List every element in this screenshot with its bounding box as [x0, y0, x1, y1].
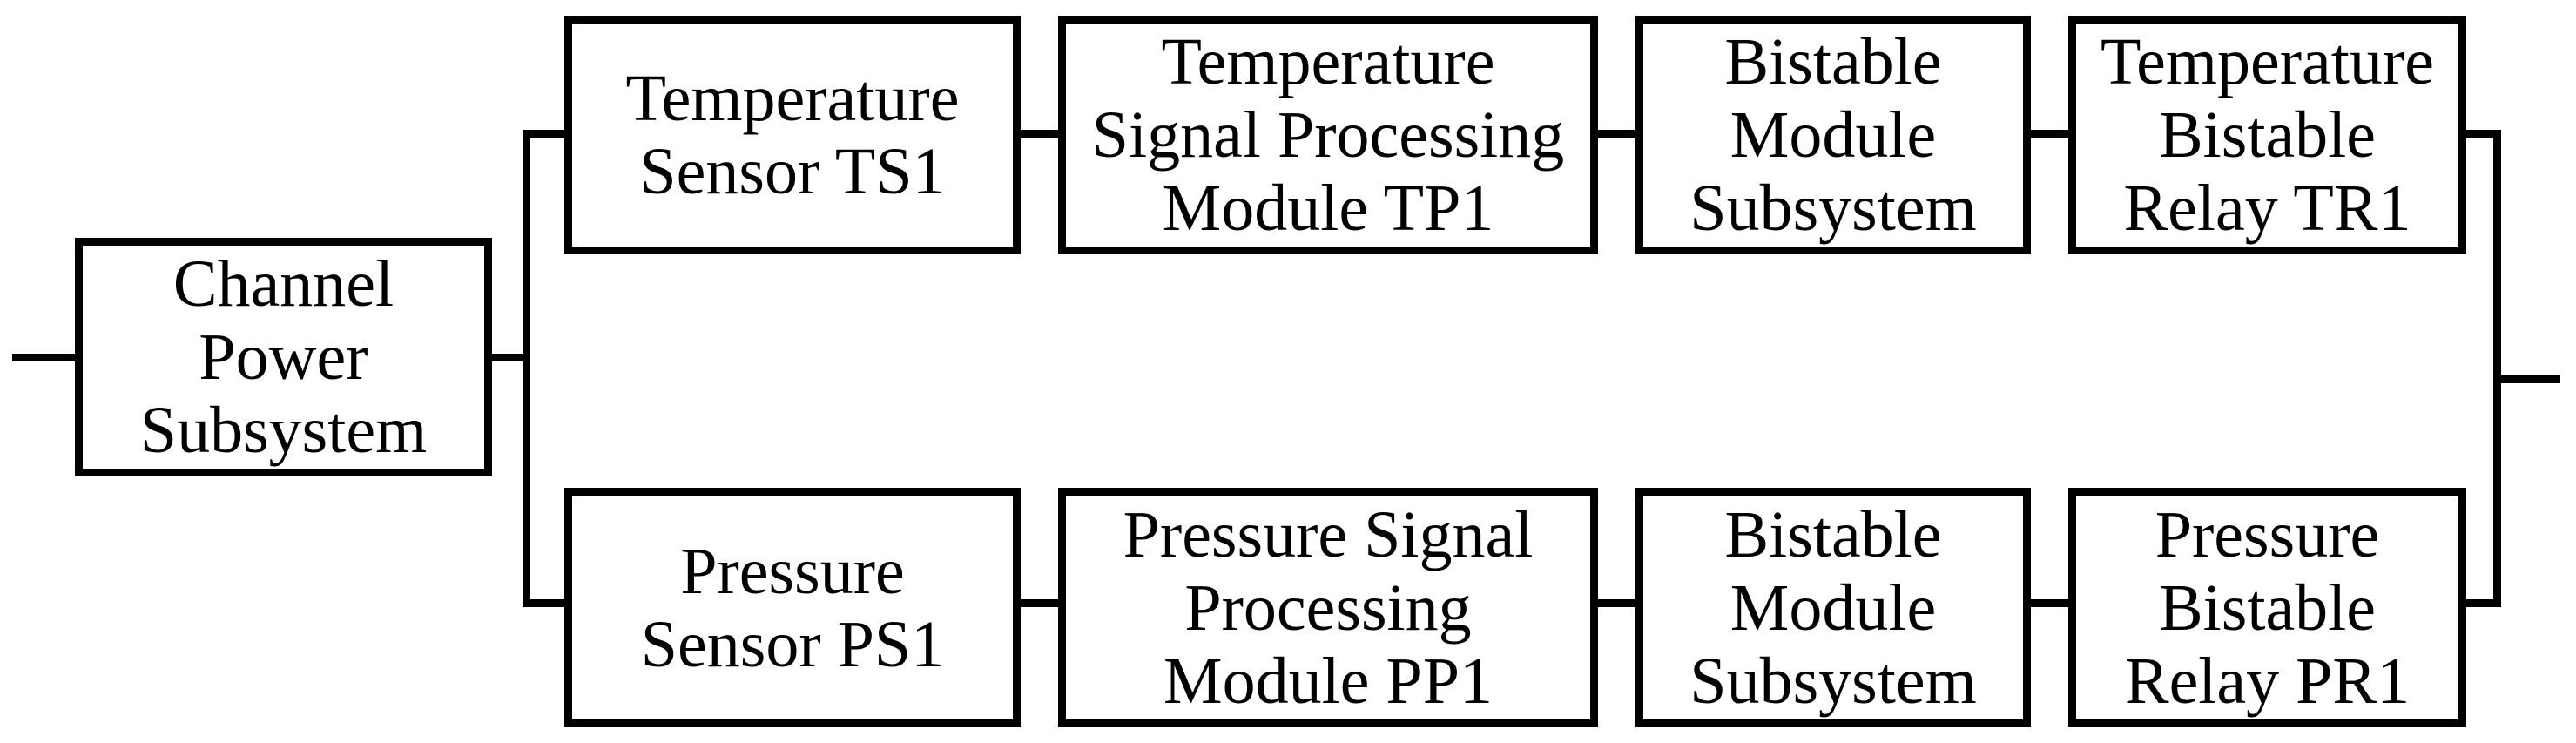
link-tr1-to-bus — [2466, 130, 2501, 138]
box-label-line: Module — [1730, 571, 1937, 645]
box-bistable-module-subsystem-bottom: Bistable Module Subsystem — [1635, 488, 2031, 727]
box-label-line: Temperature — [1161, 25, 1495, 98]
box-label-line: Relay TR1 — [2123, 172, 2411, 245]
box-label-line: Sensor PS1 — [640, 607, 945, 681]
link-bus-to-ps1 — [526, 599, 564, 607]
box-label-line: Pressure Signal — [1123, 497, 1534, 571]
link-pp1-to-bm2 — [1598, 599, 1635, 607]
box-pressure-bistable-relay-pr1: Pressure Bistable Relay PR1 — [2068, 488, 2466, 727]
box-label-line: Sensor TS1 — [639, 135, 946, 208]
box-label-line: Temperature — [625, 62, 960, 135]
right-merge-bus — [2493, 130, 2501, 607]
box-label-line: Module PP1 — [1163, 644, 1493, 718]
box-label-line: Module — [1730, 98, 1937, 172]
left-branch-bus — [523, 130, 530, 607]
box-temperature-bistable-relay-tr1: Temperature Bistable Relay TR1 — [2068, 16, 2466, 254]
link-pr1-to-bus — [2466, 599, 2501, 607]
input-line — [12, 354, 75, 361]
box-label-line: Bistable — [1724, 497, 1942, 571]
box-label-line: Pressure — [2155, 497, 2380, 571]
output-line — [2501, 375, 2560, 383]
box-label-line: Subsystem — [1689, 644, 1977, 718]
box-bistable-module-subsystem-top: Bistable Module Subsystem — [1635, 16, 2031, 254]
link-bm2-to-pr1 — [2031, 599, 2068, 607]
box-label-line: Bistable — [1724, 25, 1942, 98]
box-label-line: Temperature — [2101, 25, 2434, 98]
box-label-line: Subsystem — [1689, 172, 1977, 245]
box-label-line: Subsystem — [139, 394, 428, 467]
box-pressure-signal-processing-module-pp1: Pressure Signal Processing Module PP1 — [1058, 488, 1598, 727]
box-label-line: Power — [199, 321, 368, 394]
box-label-line: Bistable — [2158, 98, 2377, 172]
box-label-line: Bistable — [2158, 571, 2377, 645]
box-channel-power-subsystem: Channel Power Subsystem — [75, 238, 492, 476]
box-label-line: Module TP1 — [1162, 172, 1494, 245]
box-label-line: Signal Processing — [1091, 98, 1565, 172]
box-temperature-sensor-ts1: Temperature Sensor TS1 — [564, 16, 1021, 254]
link-bus-to-ts1 — [526, 130, 564, 138]
link-channel-to-bus — [492, 354, 530, 361]
box-pressure-sensor-ps1: Pressure Sensor PS1 — [564, 488, 1021, 727]
link-ps1-to-pp1 — [1021, 599, 1058, 607]
box-label-line: Relay PR1 — [2124, 644, 2411, 718]
box-label-line: Processing — [1184, 571, 1472, 645]
box-label-line: Pressure — [680, 534, 905, 608]
link-ts1-to-tp1 — [1021, 130, 1058, 138]
box-temperature-signal-processing-module-tp1: Temperature Signal Processing Module TP1 — [1058, 16, 1598, 254]
link-bm1-to-tr1 — [2031, 130, 2068, 138]
link-tp1-to-bm1 — [1598, 130, 1635, 138]
box-label-line: Channel — [172, 247, 394, 321]
